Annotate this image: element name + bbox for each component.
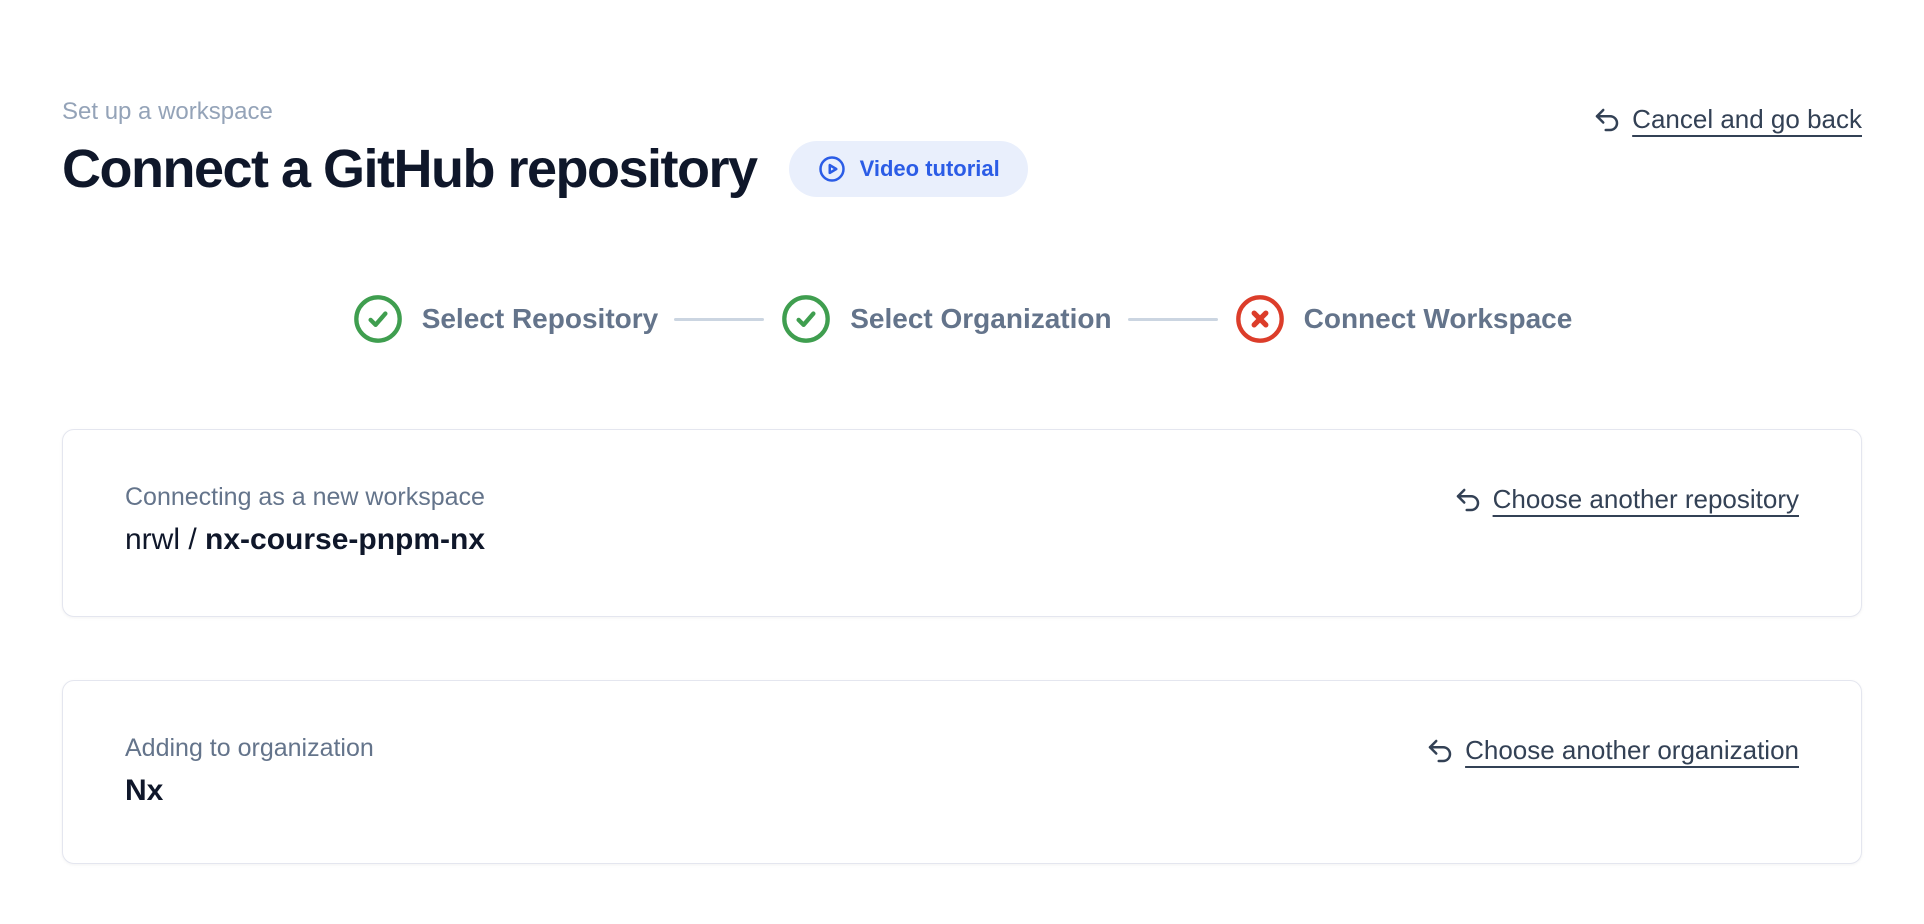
step-select-repository: Select Repository [352, 293, 659, 345]
video-tutorial-button[interactable]: Video tutorial [788, 141, 1028, 198]
step-label: Select Organization [850, 303, 1112, 335]
repository-card-label: Connecting as a new workspace [125, 483, 485, 512]
repository-name: nrwl / nx-course-pnpm-nx [125, 522, 485, 558]
cancel-and-go-back-link[interactable]: Cancel and go back [1592, 104, 1862, 135]
eyebrow-text: Set up a workspace [62, 98, 273, 125]
page-title: Connect a GitHub repository [62, 138, 758, 199]
play-circle-icon [817, 154, 847, 184]
repository-card: Connecting as a new workspace nrwl / nx-… [62, 429, 1862, 618]
organization-info: Adding to organization Nx [125, 733, 374, 809]
setup-stepper: Select Repository Select Organization C [62, 293, 1862, 345]
title-row: Connect a GitHub repository Video tutori… [62, 139, 1028, 199]
header-right: Cancel and go back [1592, 104, 1862, 140]
stepper-connector [1127, 317, 1218, 321]
choose-another-repository-link[interactable]: Choose another repository [1453, 484, 1799, 515]
choose-another-organization-link[interactable]: Choose another organization [1425, 735, 1799, 766]
cancel-link-label: Cancel and go back [1632, 104, 1862, 134]
x-circle-icon [1234, 293, 1286, 345]
page-header: Set up a workspace Connect a GitHub repo… [62, 98, 1862, 199]
organization-title: Nx [125, 774, 164, 808]
check-circle-icon [780, 293, 832, 345]
step-connect-workspace: Connect Workspace [1234, 293, 1573, 345]
header-left: Set up a workspace Connect a GitHub repo… [62, 98, 1028, 199]
choose-organization-label: Choose another organization [1465, 735, 1799, 766]
choose-repository-label: Choose another repository [1492, 484, 1799, 515]
organization-card-action: Choose another organization [1425, 735, 1799, 771]
organization-name: Nx [125, 773, 374, 809]
setup-workspace-page: Set up a workspace Connect a GitHub repo… [62, 98, 1862, 865]
undo-icon [1425, 736, 1455, 766]
step-select-organization: Select Organization [780, 293, 1112, 345]
repository-info: Connecting as a new workspace nrwl / nx-… [125, 482, 485, 558]
video-tutorial-label: Video tutorial [859, 156, 1000, 182]
step-label: Connect Workspace [1303, 303, 1573, 335]
step-label: Select Repository [421, 303, 659, 335]
organization-card-label: Adding to organization [125, 734, 374, 763]
check-circle-icon [352, 293, 404, 345]
stepper-connector [674, 317, 765, 321]
repository-owner: nrwl / [125, 523, 206, 557]
undo-icon [1453, 485, 1483, 515]
organization-card: Adding to organization Nx Choose another… [62, 680, 1862, 865]
repository-slug: nx-course-pnpm-nx [205, 523, 486, 557]
repository-card-action: Choose another repository [1453, 484, 1799, 520]
undo-icon [1592, 105, 1622, 135]
